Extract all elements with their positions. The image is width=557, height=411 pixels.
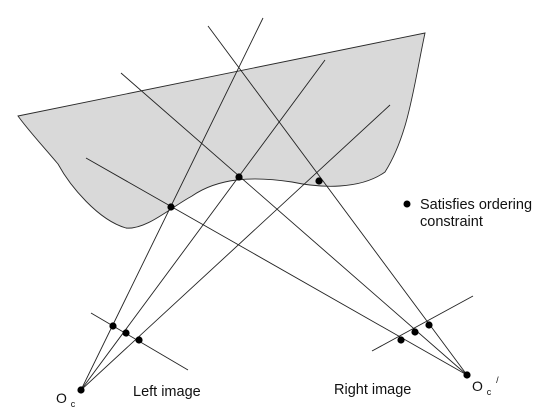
legend-text-line-1: Satisfies ordering [420,197,532,213]
scene-point-1 [167,203,175,211]
right-camera-center [463,371,471,379]
left-image-point-3 [135,336,143,344]
right-ray-1 [85,157,468,376]
scene-point-2 [235,173,243,181]
right-image-point-2 [411,328,419,336]
left-camera-main-label: O [56,390,67,406]
right-image-plane [371,295,474,352]
left-camera-label: O c [56,390,76,409]
right-image-point-1 [397,336,405,344]
scene-surface [17,32,426,229]
left-ray-3 [80,104,391,391]
left-image-point-2 [122,329,130,337]
legend-dot [403,200,411,208]
right-image-label: Right image [334,382,411,398]
left-image-point-1 [109,322,117,330]
right-camera-subscript: c [487,387,492,397]
right-camera-label: O c / [472,375,499,398]
legend-text-line-2: constraint [420,214,483,230]
left-camera-center [77,386,85,394]
left-camera-subscript: c [71,399,76,409]
right-ray-3 [207,25,468,376]
right-image-point-3 [425,321,433,329]
right-camera-prime: / [496,375,499,385]
right-ray-2 [120,72,468,376]
right-camera-main-label: O [472,378,483,394]
scene-point-3 [315,177,323,185]
left-image-label: Left image [133,384,201,400]
